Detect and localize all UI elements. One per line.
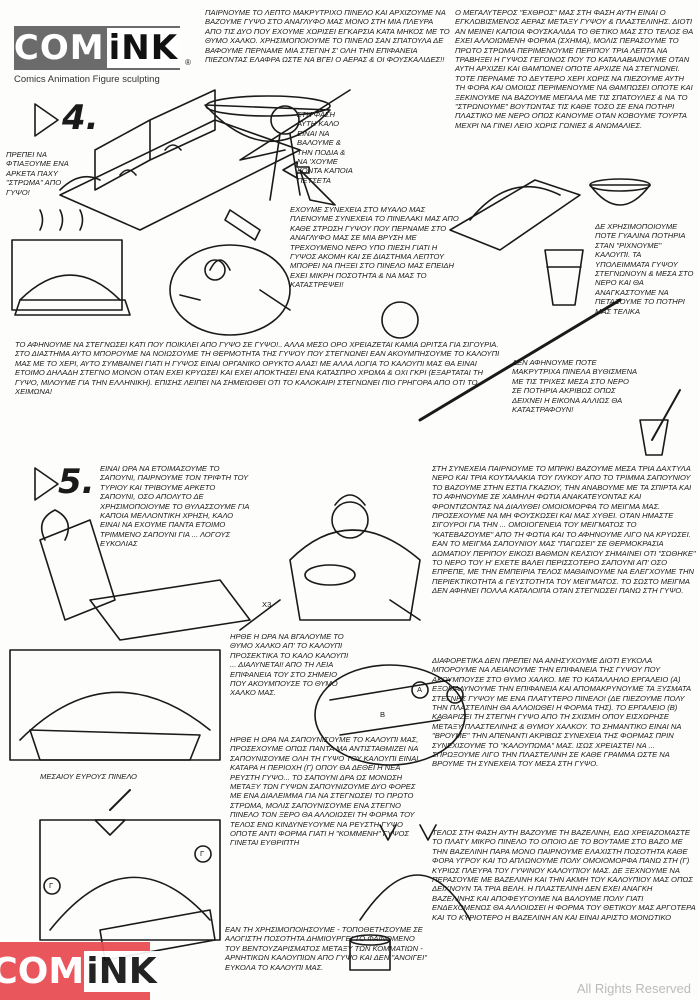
bowl-drawing bbox=[204, 104, 331, 143]
board-drawing bbox=[59, 119, 301, 231]
logo-text: COM bbox=[13, 28, 105, 68]
faucet-drawing bbox=[224, 209, 261, 241]
caption-remove-copper: ΗΡΘΕ Η ΩΡΑ ΝΑ ΒΓΑΛΟΥΜΕ ΤΟ ΘΥΜΟ ΧΑΛΚΟ ΑΠ'… bbox=[230, 632, 349, 698]
caption-soap-mix: ΣΤΗ ΣΥΝΕΧΕΙΑ ΠΑΙΡΝΟΥΜΕ ΤΟ ΜΠΡΙΚΙ ΒΑΖΟΥΜΕ… bbox=[432, 464, 696, 596]
grater-drawing bbox=[39, 519, 116, 621]
vaseline-jar bbox=[349, 939, 391, 971]
drying-panel bbox=[11, 239, 123, 311]
caption-enemy: Ο ΜΕΓΑΛΥΤΕΡΟΣ "ΕΧΘΡΟΣ" ΜΑΣ ΣΤΗ ΦΑΣΗ ΑΥΤΗ… bbox=[455, 8, 693, 130]
mold-panel bbox=[9, 649, 221, 761]
glass-drawing bbox=[544, 249, 584, 306]
caption-vaseline: ΤΕΛΟΣ ΣΤΗ ΦΑΣΗ ΑΥΤΗ ΒΑΖΟΥΜΕ ΤΗ ΒΑΖΕΛΙΝΗ,… bbox=[432, 828, 696, 922]
area-c-label: Γ bbox=[200, 849, 205, 858]
section-arrow-icon bbox=[34, 103, 59, 137]
tool-a-marker bbox=[411, 681, 429, 699]
caption-medium-brush: ΜΕΣΑΙΟΥ ΕΥΡΟΥΣ ΠΙΝΕΛΟ bbox=[40, 772, 137, 781]
caption-phase-note: ΣΤΗ ΦΑΣΗ ΑΥΤΗ ΚΑΛΟ ΕΙΝΑΙ ΝΑ ΒΑΛΟΥΜΕ & ΤΗ… bbox=[297, 110, 353, 185]
down-arrow-icon bbox=[94, 819, 126, 836]
sculptor-figure bbox=[270, 105, 300, 135]
section-arrow-icon bbox=[34, 467, 59, 501]
times-three-label: x3 bbox=[262, 600, 272, 609]
caption-glasses: ΔΕ ΧΡΗΣΙΜΟΠΟΙΟΥΜΕ ΠΟΤΕ ΓΥΑΛΙΝΑ ΠΟΤΗΡΙΑ Σ… bbox=[595, 222, 694, 316]
section-number: 5. bbox=[58, 462, 95, 502]
caption-otherwise: ΔΙΑΦΟΡΕΤΙΚΑ ΔΕΝ ΠΡΕΠΕΙ ΝΑ ΑΝΗΣΥΧΟΥΜΕ ΔΙΟ… bbox=[432, 656, 691, 769]
caption-soap-apply: ΗΡΘΕ Η ΩΡΑ ΝΑ ΣΑΠΟΥΝΙΣΟΥΜΕ ΤΟ ΚΑΛΟΥΠΙ ΜΑ… bbox=[230, 735, 419, 848]
tool-b-marker bbox=[446, 686, 464, 704]
caption-wash: ΕΧΟΥΜΕ ΣΥΝΕΧΕΙΑ ΣΤΟ ΜΥΑΛΟ ΜΑΣ ΠΛΕΝΟΥΜΕ Σ… bbox=[290, 205, 459, 290]
copyright-notice: All Rights Reserved bbox=[576, 981, 691, 996]
registered-mark: ® bbox=[185, 58, 191, 67]
caption-intro: ΠΑΙΡΝΟΥΜΕ ΤΟ ΛΕΠΤΟ ΜΑΚΡΥΤΡΙΧΟ ΠΙΝΕΛΟ ΚΑΙ… bbox=[205, 8, 450, 65]
caption-soap-intro: ΕΙΝΑΙ ΩΡΑ ΝΑ ΕΤΟΙΜΑΣΟΥΜΕ ΤΟ ΣΑΠΟΥΝΙ, ΠΑΙ… bbox=[100, 464, 250, 549]
soaping-panel bbox=[39, 819, 221, 941]
down-arrow-icon bbox=[379, 824, 437, 841]
mold-drawing bbox=[94, 89, 216, 191]
caption-drying: ΤΟ ΑΦΗΝΟΥΜΕ ΝΑ ΣΤΕΓΝΩΣΕΙ ΚΑΤΙ ΠΟΥ ΠΟΙΚΙΛ… bbox=[15, 340, 500, 397]
brush-drawing bbox=[418, 298, 622, 422]
section-number: 4. bbox=[62, 98, 99, 138]
logo-text-ink: iNK bbox=[106, 28, 181, 68]
tool-a-label: A bbox=[417, 685, 423, 694]
chef-figure bbox=[331, 501, 369, 539]
caption-quantity: ΕΑΝ ΤΗ ΧΡΗΣΙΜΟΠΟΙΗΣΟΥΜΕ - ΤΟΠΟΘΕΤΗΣΟΥΜΕ … bbox=[225, 925, 427, 972]
caption-thick-layer: ΠΡΕΠΕΙ ΝΑ ΦΤΙΑΞΟΥΜΕ ΕΝΑ ΑΡΚΕΤΑ ΠΑΧΥ "ΣΤΡ… bbox=[6, 150, 69, 197]
caption-brushes: ΔΕΝ ΑΦΗΝΟΥΜΕ ΠΟΤΕ ΜΑΚΡΥΤΡΙΧΑ ΠΙΝΕΛΑ ΒΥΘΙ… bbox=[512, 358, 637, 415]
logo-subtitle: Comics Animation Figure sculpting bbox=[14, 74, 160, 85]
tool-b-label: B bbox=[380, 710, 386, 719]
pointer-arrow-icon bbox=[282, 161, 310, 179]
area-c-label: Γ bbox=[49, 881, 54, 890]
